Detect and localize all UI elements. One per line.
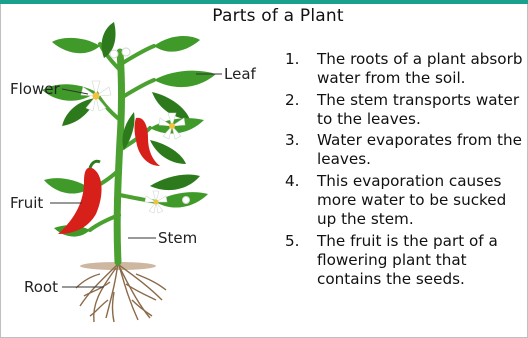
stem xyxy=(117,52,121,262)
step-item: 4. This evaporation causes more water to … xyxy=(281,172,527,230)
flower-bud xyxy=(110,50,118,58)
steps-list: 1. The roots of a plant absorb water from… xyxy=(281,50,527,292)
step-number: 4. xyxy=(285,172,300,191)
flower-bud xyxy=(122,48,130,56)
step-text: The roots of a plant absorb water from t… xyxy=(317,50,522,87)
flower-bud xyxy=(183,197,190,204)
step-item: 1. The roots of a plant absorb water from… xyxy=(281,50,527,89)
roots xyxy=(76,262,166,322)
step-text: This evaporation causes more water to be… xyxy=(317,172,506,229)
label-leaf: Leaf xyxy=(224,65,257,83)
step-item: 2. The stem transports water to the leave… xyxy=(281,91,527,130)
fruit-stalk xyxy=(90,161,100,168)
step-text: Water evaporates from the leaves. xyxy=(317,131,522,168)
plant-illustration: Flower Leaf Fruit Stem Root xyxy=(0,0,280,338)
step-item: 3. Water evaporates from the leaves. xyxy=(281,131,527,170)
label-flower: Flower xyxy=(10,80,60,98)
label-stem: Stem xyxy=(158,229,197,247)
step-number: 2. xyxy=(285,91,300,110)
label-root: Root xyxy=(24,278,58,296)
step-text: The stem transports water to the leaves. xyxy=(317,91,519,128)
step-item: 5. The fruit is the part of a flowering p… xyxy=(281,232,527,290)
step-number: 5. xyxy=(285,232,300,251)
step-number: 3. xyxy=(285,131,300,150)
step-number: 1. xyxy=(285,50,300,69)
fruit-chili-large xyxy=(58,168,102,234)
flower-lower xyxy=(145,191,167,213)
step-text: The fruit is the part of a flowering pla… xyxy=(317,232,498,289)
label-fruit: Fruit xyxy=(10,194,43,212)
